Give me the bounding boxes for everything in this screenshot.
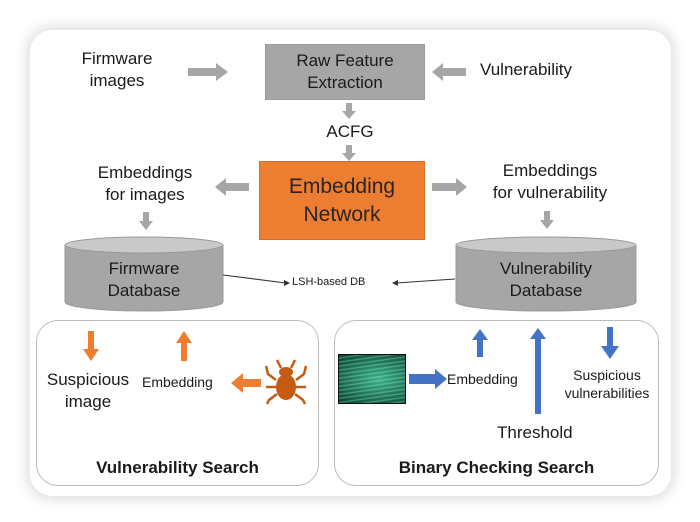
suspicious-vuln-line1: Suspicious (573, 367, 641, 383)
embedding-label: Embedding (142, 374, 213, 390)
bug-icon (264, 359, 308, 405)
raw-feature-extraction-box: Raw Feature Extraction (265, 44, 425, 100)
threshold-arrow-up-icon (530, 328, 546, 414)
arrow-right-icon (432, 178, 467, 196)
arrow-left-icon (231, 373, 261, 393)
vulnerability-search-panel (36, 320, 319, 486)
embeddings-for-vulnerability-label: Embeddings for vulnerability (470, 160, 630, 204)
firmware-database-cylinder (64, 236, 224, 312)
binary-embedding-label: Embedding (447, 371, 518, 387)
arrow-down-icon (83, 331, 99, 361)
arrow-down-icon (342, 103, 356, 119)
embeddings-images-line2: for images (105, 185, 185, 205)
arrow-right-icon (409, 369, 447, 389)
vulnerability-search-title: Vulnerability Search (96, 458, 259, 477)
firmware-images-line2: images (89, 71, 145, 91)
binary-checking-search-title: Binary Checking Search (398, 458, 595, 477)
embedding-network-box: Embedding Network (259, 161, 425, 240)
suspicious-image-label: Suspicious image (38, 369, 138, 413)
embeddings-vuln-line1: Embeddings (502, 161, 598, 180)
firmware-database-label: Firmware Database (64, 258, 224, 302)
arrow-down-icon (139, 212, 153, 230)
embeddings-vuln-line2: for vulnerability (492, 183, 608, 203)
arrow-up-icon (176, 331, 192, 361)
lsh-based-db-label: LSH-based DB (292, 276, 366, 288)
embedding-network-line1: Embedding (288, 175, 396, 199)
vuln-db-line2: Database (509, 281, 583, 301)
binary-code-image (338, 354, 406, 404)
arrow-right-icon (188, 63, 228, 81)
embeddings-images-line1: Embeddings (97, 163, 193, 182)
arrow-down-icon (342, 145, 356, 161)
lsh-connector-lines (222, 274, 456, 286)
arrow-up-icon (472, 329, 488, 357)
suspicious-vulnerabilities-label: Suspicious vulnerabilities (552, 366, 662, 402)
embedding-network-line2: Network (303, 202, 381, 226)
vulnerability-database-cylinder (455, 236, 637, 312)
arrow-left-icon (432, 63, 466, 81)
acfg-label: ACFG (326, 122, 374, 141)
raw-feature-line2: Extraction (307, 73, 383, 92)
vuln-db-line1: Vulnerability (500, 259, 592, 278)
firmware-images-label: Firmware images (62, 48, 172, 92)
firmware-images-line1: Firmware (81, 49, 153, 68)
arrow-down-icon (540, 211, 554, 229)
firmware-db-line2: Database (107, 281, 181, 301)
vulnerability-database-label: Vulnerability Database (455, 258, 637, 302)
suspicious-image-line2: image (64, 392, 112, 412)
embeddings-for-images-label: Embeddings for images (80, 162, 210, 206)
arrow-left-icon (215, 178, 249, 196)
suspicious-image-line1: Suspicious (46, 370, 130, 389)
threshold-label: Threshold (497, 423, 573, 442)
suspicious-vuln-line2: vulnerabilities (564, 385, 650, 402)
raw-feature-line1: Raw Feature (296, 50, 394, 70)
firmware-db-line1: Firmware (108, 259, 180, 278)
arrow-down-icon (601, 327, 619, 359)
vulnerability-label: Vulnerability (480, 60, 572, 79)
